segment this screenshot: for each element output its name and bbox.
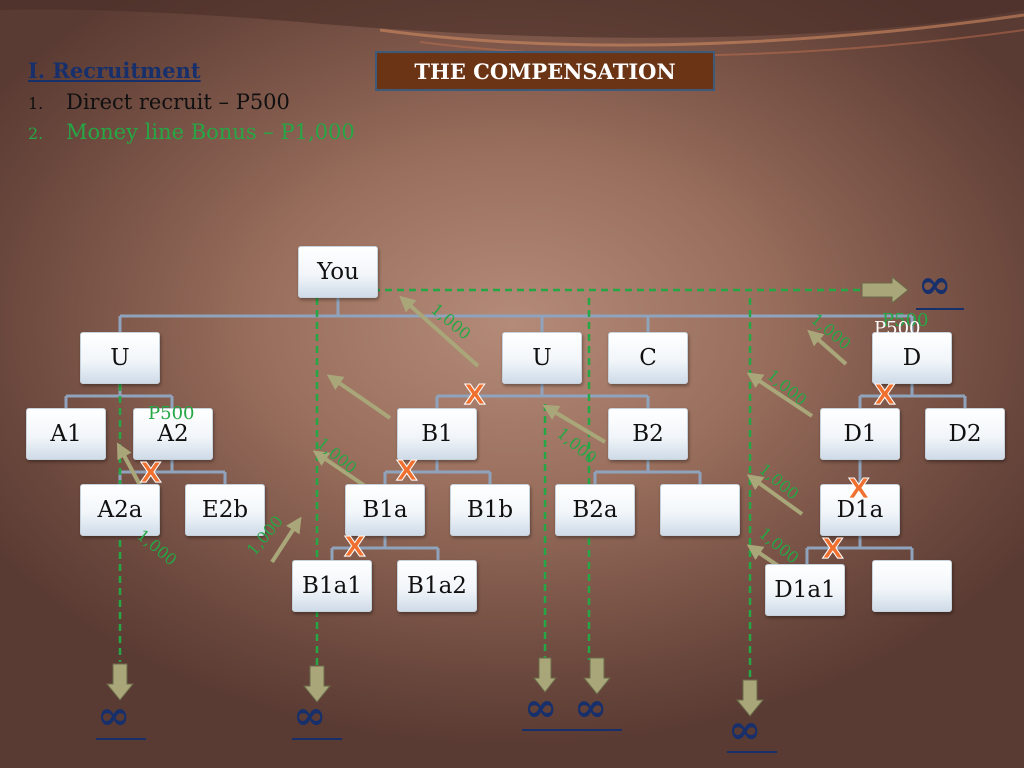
node-b2a: B2a	[555, 484, 635, 536]
node-b1b: B1b	[450, 484, 530, 536]
infinity-underline	[96, 738, 146, 740]
node-d2: D2	[925, 408, 1005, 460]
cross-mark: X	[848, 472, 871, 506]
infinity-symbol: ∞	[97, 692, 131, 739]
node-you: You	[298, 246, 378, 298]
node-empty-1	[660, 484, 740, 536]
node-b1a1: B1a1	[292, 560, 372, 612]
p500-label: P500	[874, 318, 921, 339]
money-lines	[118, 288, 862, 680]
node-e2b: E2b	[185, 484, 265, 536]
node-b2: B2	[608, 408, 688, 460]
list-item-money-line-bonus: 2.Money line Bonus – P1,000	[28, 120, 355, 144]
node-a2: A2	[133, 408, 213, 460]
cross-mark: X	[344, 530, 367, 564]
infinity-symbol: ∞	[524, 684, 558, 731]
infinity-symbol: ∞	[728, 706, 762, 753]
cross-mark: X	[396, 454, 419, 488]
p500-label: P500	[148, 403, 195, 424]
infinity-underline	[292, 738, 342, 740]
node-d: D	[872, 332, 952, 384]
node-a1: A1	[26, 408, 106, 460]
node-a2a: A2a	[80, 484, 160, 536]
node-d1: D1	[820, 408, 900, 460]
infinity-symbol: ∞	[918, 261, 952, 308]
infinity-symbol: ∞	[293, 692, 327, 739]
node-c: C	[608, 332, 688, 384]
list-item-direct-recruit: 1.Direct recruit – P500	[28, 90, 290, 114]
section-heading: I. Recruitment	[28, 58, 201, 83]
node-u-mid: U	[502, 332, 582, 384]
node-empty-2	[872, 560, 952, 612]
bonus-arrows	[116, 295, 848, 584]
node-b1: B1	[397, 408, 477, 460]
cross-mark: X	[464, 378, 487, 412]
cross-mark: X	[822, 532, 845, 566]
infinity-underline	[522, 729, 622, 731]
p500-label: P500	[882, 310, 929, 331]
cross-mark: X	[874, 378, 897, 412]
node-u-left: U	[80, 332, 160, 384]
infinity-symbol: ∞	[574, 684, 608, 731]
node-b1a: B1a	[345, 484, 425, 536]
slide-title: THE COMPENSATION	[375, 51, 715, 91]
node-d1a1: D1a1	[765, 564, 845, 616]
node-b1a2: B1a2	[397, 560, 477, 612]
infinity-underline	[916, 308, 964, 310]
down-arrows	[105, 275, 909, 717]
infinity-underline	[727, 751, 777, 753]
node-d1a: D1a	[820, 484, 900, 536]
cross-mark: X	[140, 456, 163, 490]
